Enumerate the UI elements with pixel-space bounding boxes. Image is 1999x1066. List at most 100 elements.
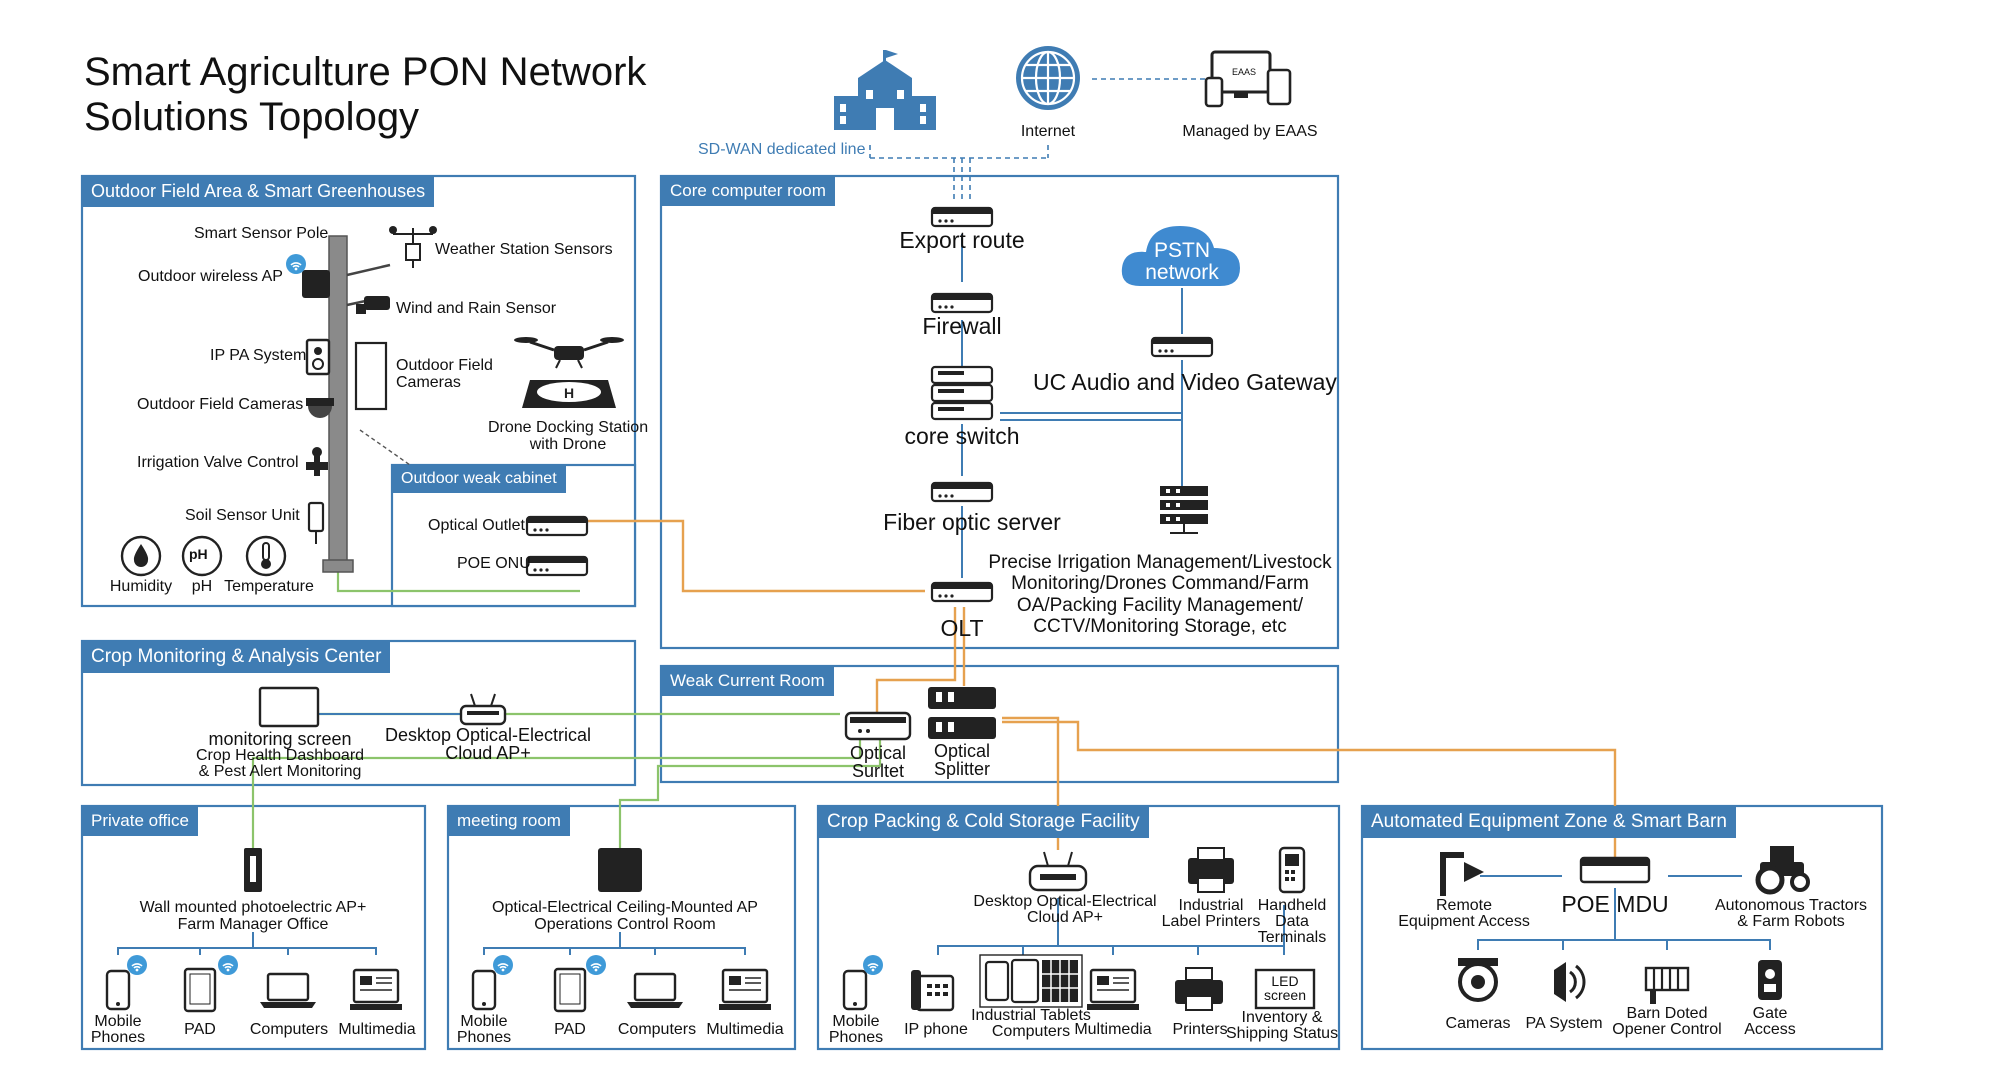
led-screen-icon [1254, 968, 1316, 1010]
ip-phone-icon [911, 970, 955, 1012]
core-switch-icon [930, 365, 994, 421]
barn-door-label: Barn Doted Opener Control [1612, 1005, 1722, 1038]
gate-access-label: Gate Access [1744, 1005, 1796, 1038]
office-multimedia-icon [348, 968, 404, 1012]
core-switch-label: core switch [904, 423, 1020, 449]
pa-system-label: PA System [1525, 1015, 1603, 1032]
field-cameras-right-label: Outdoor Field Cameras [396, 357, 493, 391]
tractor-icon [1755, 846, 1810, 895]
meeting-computers-label: Computers [617, 1021, 697, 1038]
industrial-tablets-icon [979, 954, 1083, 1008]
export-route-label: Export route [899, 227, 1025, 253]
header-packing: Crop Packing & Cold Storage Facility [818, 806, 1149, 838]
printer-icon [1175, 967, 1223, 1011]
fiber-links [580, 519, 1617, 862]
meeting-laptop-icon [625, 972, 685, 1010]
title-line-1: Smart Agriculture PON Network [84, 50, 647, 94]
fiber-server-label: Fiber optic server [883, 509, 1061, 535]
uc-gateway-icon [1150, 336, 1214, 358]
led-badge: LED screen [1263, 973, 1307, 1003]
packing-mobile-wifi-icon [862, 954, 884, 976]
smart-pole-label: Smart Sensor Pole [194, 225, 329, 242]
handheld-label: Handheld Data Terminals [1257, 897, 1327, 946]
office-pad-icon [183, 967, 217, 1013]
packing-multimedia-icon [1085, 968, 1141, 1012]
frame-weak-room [659, 664, 1340, 784]
header-core: Core computer room [661, 176, 835, 206]
meeting-mobile-icon [471, 969, 497, 1011]
ph-sensor-icon [181, 535, 223, 577]
eaas-badge: EAAS [1232, 67, 1257, 77]
meeting-mobile-label: Mobile Phones [456, 1013, 512, 1046]
export-router-icon [930, 206, 994, 228]
ip-phone-label: IP phone [904, 1021, 968, 1038]
header-weak-room: Weak Current Room [661, 666, 834, 696]
meeting-mobile-wifi-icon [492, 954, 514, 976]
packing-mobile-icon [842, 969, 868, 1011]
ip-pa-label: IP PA System [210, 347, 307, 364]
header-meeting: meeting room [448, 806, 570, 836]
humidity-sensor-icon [120, 535, 162, 577]
optical-splitter-label: Optical Splitter [933, 741, 991, 779]
dome-camera-icon [306, 398, 334, 418]
field-cameras-left-label: Outdoor Field Cameras [137, 396, 304, 413]
optical-surlet-icon [844, 711, 912, 741]
header-outdoor: Outdoor Field Area & Smart Greenhouses [82, 176, 435, 207]
soil-sensor-icon [307, 501, 325, 544]
inventory-label: Inventory & Shipping Status [1226, 1009, 1339, 1042]
tractors-label: Autonomous Tractors & Farm Robots [1714, 897, 1868, 930]
label-printer-icon [1188, 847, 1234, 893]
meeting-ap-label: Optical-Electrical Ceiling-Mounted AP Op… [492, 899, 758, 933]
meeting-pad-icon [553, 967, 587, 1013]
svg-text:H: H [564, 385, 574, 401]
ip-pa-speaker-icon [305, 338, 331, 376]
eaas-devices-icon [1204, 50, 1292, 108]
server-rack-icon [1160, 486, 1208, 534]
ph-glyph: pH [189, 546, 208, 562]
cameras-label: Cameras [1445, 1015, 1511, 1032]
office-mobile-label: Mobile Phones [90, 1013, 146, 1046]
barn-door-opener-icon [1644, 966, 1690, 1004]
headquarters-icon [834, 50, 936, 130]
drone-label: Drone Docking Station with Drone [488, 419, 649, 453]
managed-eaas-label: Managed by EAAS [1182, 123, 1318, 140]
poe-mdu-icon [1579, 856, 1651, 884]
soil-label: Soil Sensor Unit [185, 507, 300, 524]
ceiling-ap-icon [598, 848, 642, 892]
diagram-title: Smart Agriculture PON Network Solutions … [84, 50, 646, 140]
meeting-multimedia-icon [717, 968, 773, 1012]
backbone-links [961, 234, 1183, 578]
office-ap-label: Wall mounted photoelectric AP+ Farm Mana… [139, 899, 367, 933]
olt-label: OLT [940, 615, 984, 641]
firewall-icon [930, 292, 994, 314]
packing-multimedia-label: Multimedia [1074, 1021, 1152, 1038]
optical-outlet-icon [525, 515, 589, 537]
office-computers-label: Computers [249, 1021, 329, 1038]
office-mobile-wifi-icon [126, 954, 148, 976]
office-multimedia-label: Multimedia [338, 1021, 416, 1038]
uc-gateway-label: UC Audio and Video Gateway [1033, 369, 1337, 395]
weather-station-icon [389, 226, 437, 268]
office-mobile-icon [105, 969, 131, 1011]
monitoring-screen-icon [258, 686, 320, 728]
firewall-label: Firewall [922, 313, 1002, 339]
header-cabinet: Outdoor weak cabinet [392, 465, 566, 493]
pstn-label: PSTN network [1145, 239, 1219, 285]
label-printers-label: Industrial Label Printers [1161, 897, 1261, 930]
internet-globe-icon [1016, 46, 1080, 110]
outdoor-ap-icon [302, 270, 330, 298]
fiber-optic-server-icon [930, 481, 994, 503]
header-crop-monitoring: Crop Monitoring & Analysis Center [82, 641, 391, 673]
wind-rain-label: Wind and Rain Sensor [396, 300, 557, 317]
outdoor-ap-label: Outdoor wireless AP [138, 268, 283, 285]
printers-label: Printers [1172, 1021, 1228, 1038]
pstn-cloud-icon [1121, 226, 1240, 286]
meeting-pad-label: PAD [554, 1021, 586, 1038]
header-office: Private office [82, 806, 198, 836]
temperature-sensor-icon [245, 535, 287, 577]
ph-label: pH [191, 578, 213, 595]
crop-desktop-ap-label: Desktop Optical-Electrical Cloud AP+ [384, 725, 592, 763]
irrigation-valve-icon [306, 447, 328, 476]
optical-outlet-label: Optical Outlet [428, 517, 525, 534]
